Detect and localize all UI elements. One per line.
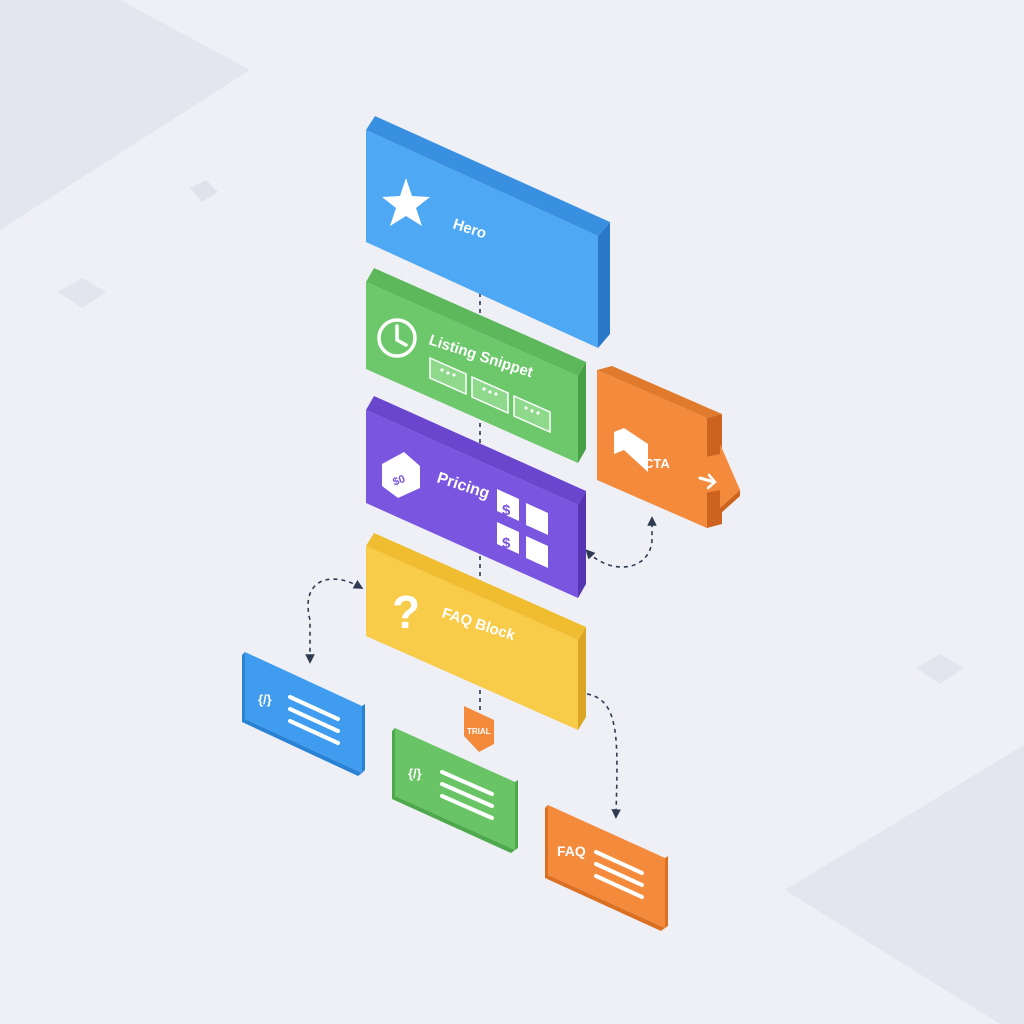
lines-icon [440, 770, 494, 820]
trial-tag: TRIAL [464, 706, 494, 752]
connector-faq-to-orange-snippet [586, 693, 621, 819]
price-tag-text: $0 [391, 473, 407, 488]
cta-label: CTA [644, 456, 670, 471]
snippet-green: {/} [392, 728, 518, 853]
listing-fields [429, 356, 551, 434]
snippet-orange: FAQ [545, 805, 668, 931]
price-tag-icon: $0 [382, 452, 420, 498]
lines-icon [594, 850, 644, 899]
block-listing-snippet: Listing Snippet [366, 268, 586, 463]
connector-faq-to-blue-snippet [305, 578, 364, 664]
dollar-icon: $ [502, 502, 511, 519]
block-pricing: $0 Pricing $ $ [366, 396, 586, 598]
clock-icon [377, 318, 417, 358]
megaphone-icon [614, 428, 648, 472]
star-icon [382, 178, 430, 226]
lines-icon [288, 695, 340, 745]
block-hero: Hero [366, 116, 610, 348]
field-dots [440, 368, 540, 415]
block-faq: ? FAQ Block [366, 533, 586, 730]
snippet-blue: {/} [242, 652, 365, 776]
connector-pricing-to-cta [585, 516, 657, 568]
snippet-orange-label: FAQ [557, 843, 586, 859]
code-icon: {/} [408, 766, 422, 781]
dollar-icon: $ [502, 535, 511, 552]
code-icon: {/} [258, 692, 272, 707]
block-cta: CTA [597, 366, 740, 528]
question-icon: ? [392, 586, 420, 638]
arrow-right-icon [690, 444, 740, 514]
connectors [305, 285, 657, 819]
trial-tag-label: TRIAL [467, 727, 491, 736]
price-grid: $ $ [497, 489, 548, 568]
